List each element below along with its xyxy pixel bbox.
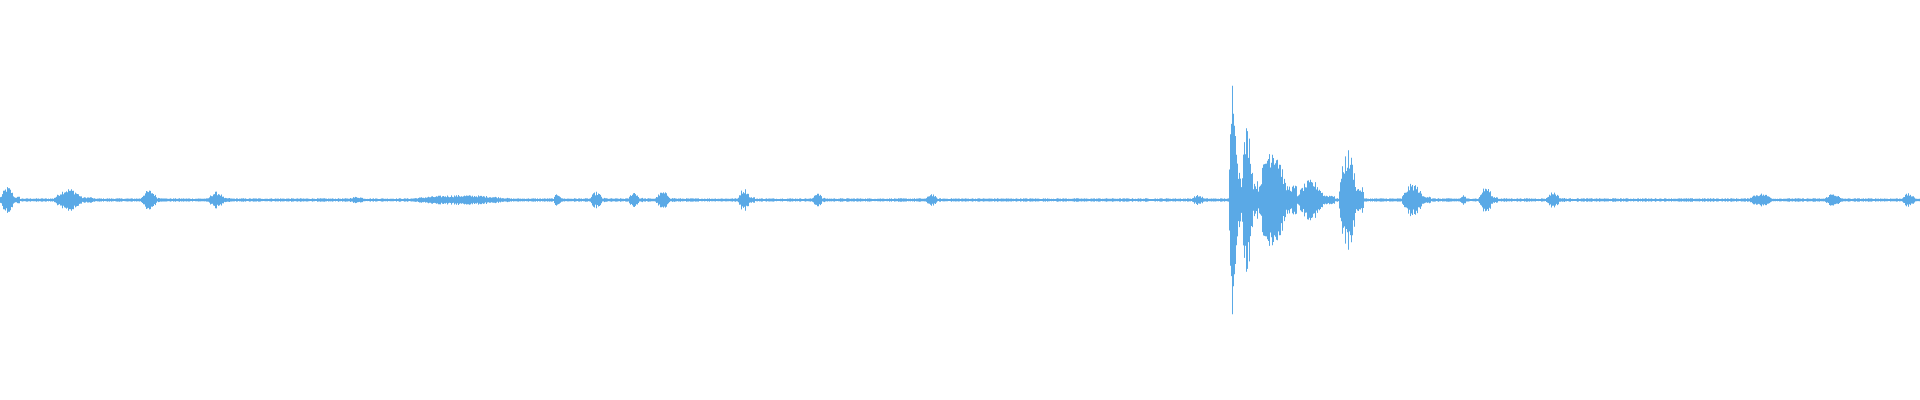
- waveform-path: [0, 85, 1920, 315]
- waveform-samples: [0, 85, 1920, 315]
